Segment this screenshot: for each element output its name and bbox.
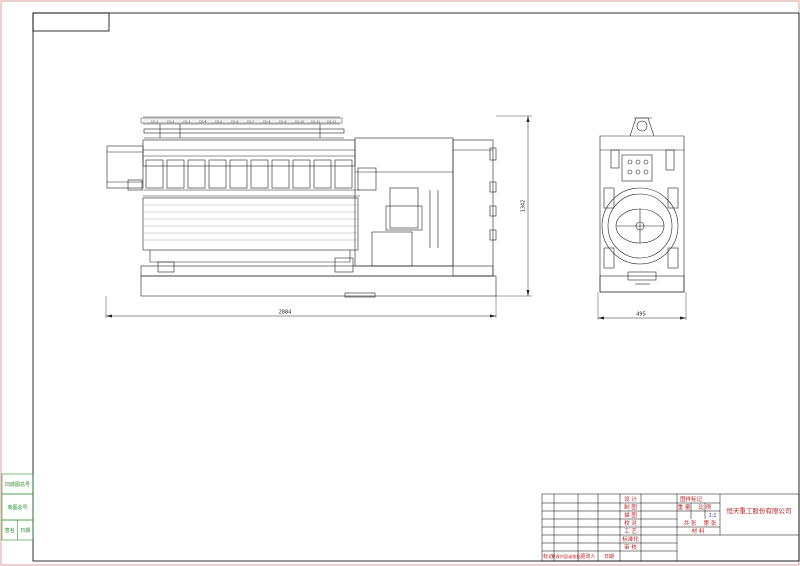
role-process: 工 艺	[624, 528, 637, 535]
cyl-label: CYL-2	[167, 119, 175, 123]
title-block-roles: 设 计 制 图 描 图 校 对 工 艺 标准化 审 核	[622, 495, 639, 551]
total-sheets-label: 共 张	[684, 519, 697, 527]
material-label: 材 料	[692, 527, 705, 535]
cyl-label: CYL-5	[215, 119, 223, 123]
role-tracing: 描 图	[624, 511, 637, 519]
role-checking: 校 对	[624, 519, 637, 527]
title-block	[541, 493, 800, 562]
company-name: 恒天重工股份有限公司	[727, 506, 792, 515]
height-dimension-label: 1342	[521, 200, 527, 213]
cyl-label: CYL-10	[295, 119, 304, 123]
drawing-mark-label: 图样标记	[680, 495, 703, 503]
signature-label: 签名	[5, 527, 15, 534]
sheet-number-label: 第 张	[704, 519, 717, 527]
role-standardization: 标准化	[622, 535, 639, 543]
cyl-label: CYL-4	[199, 119, 207, 123]
scale-label: 比 例	[699, 503, 712, 511]
cyl-label: CYL-9	[279, 119, 287, 123]
change-date-label: 日期	[604, 554, 614, 560]
cyl-label: CYL-3	[183, 119, 191, 123]
old-base-drawing-no-label: 旧底图总号	[5, 481, 30, 488]
width-dimension-label: 495	[636, 312, 646, 318]
change-record-row: 标记 更改内容或依据 更改人 日期	[543, 553, 614, 560]
cyl-label: CYL-6	[231, 119, 239, 123]
change-person-label: 更改人	[580, 553, 595, 560]
base-drawing-no-label: 底图总号	[7, 504, 27, 511]
scale-value: 1:1	[708, 513, 716, 519]
drawing-frame	[32, 12, 800, 562]
date-label: 日期	[20, 528, 30, 534]
length-dimension-label: 2884	[279, 310, 292, 316]
cylinder-label-strip: CYL-1 CYL-2 CYL-3 CYL-4 CYL-5 CYL-6 CYL-…	[151, 119, 336, 123]
role-drafting: 制 图	[624, 503, 637, 511]
cyl-label: CYL-1	[151, 119, 159, 123]
cyl-label: CYL-7	[247, 119, 255, 123]
change-mark-label: 标记	[543, 553, 553, 560]
role-design: 设 计	[624, 495, 637, 503]
cyl-label: CYL-8	[263, 119, 271, 123]
role-review: 审 核	[624, 543, 637, 551]
cylinder-heads	[145, 159, 353, 189]
side-view	[597, 117, 687, 320]
cyl-label: CYL-12	[327, 119, 336, 123]
change-content-label: 更改内容或依据	[551, 553, 580, 560]
front-view	[105, 115, 532, 318]
weight-label: 重 量	[678, 503, 691, 511]
cyl-label: CYL-11	[311, 119, 320, 123]
corner-box	[32, 12, 110, 32]
left-margin-boxes	[1, 473, 34, 541]
